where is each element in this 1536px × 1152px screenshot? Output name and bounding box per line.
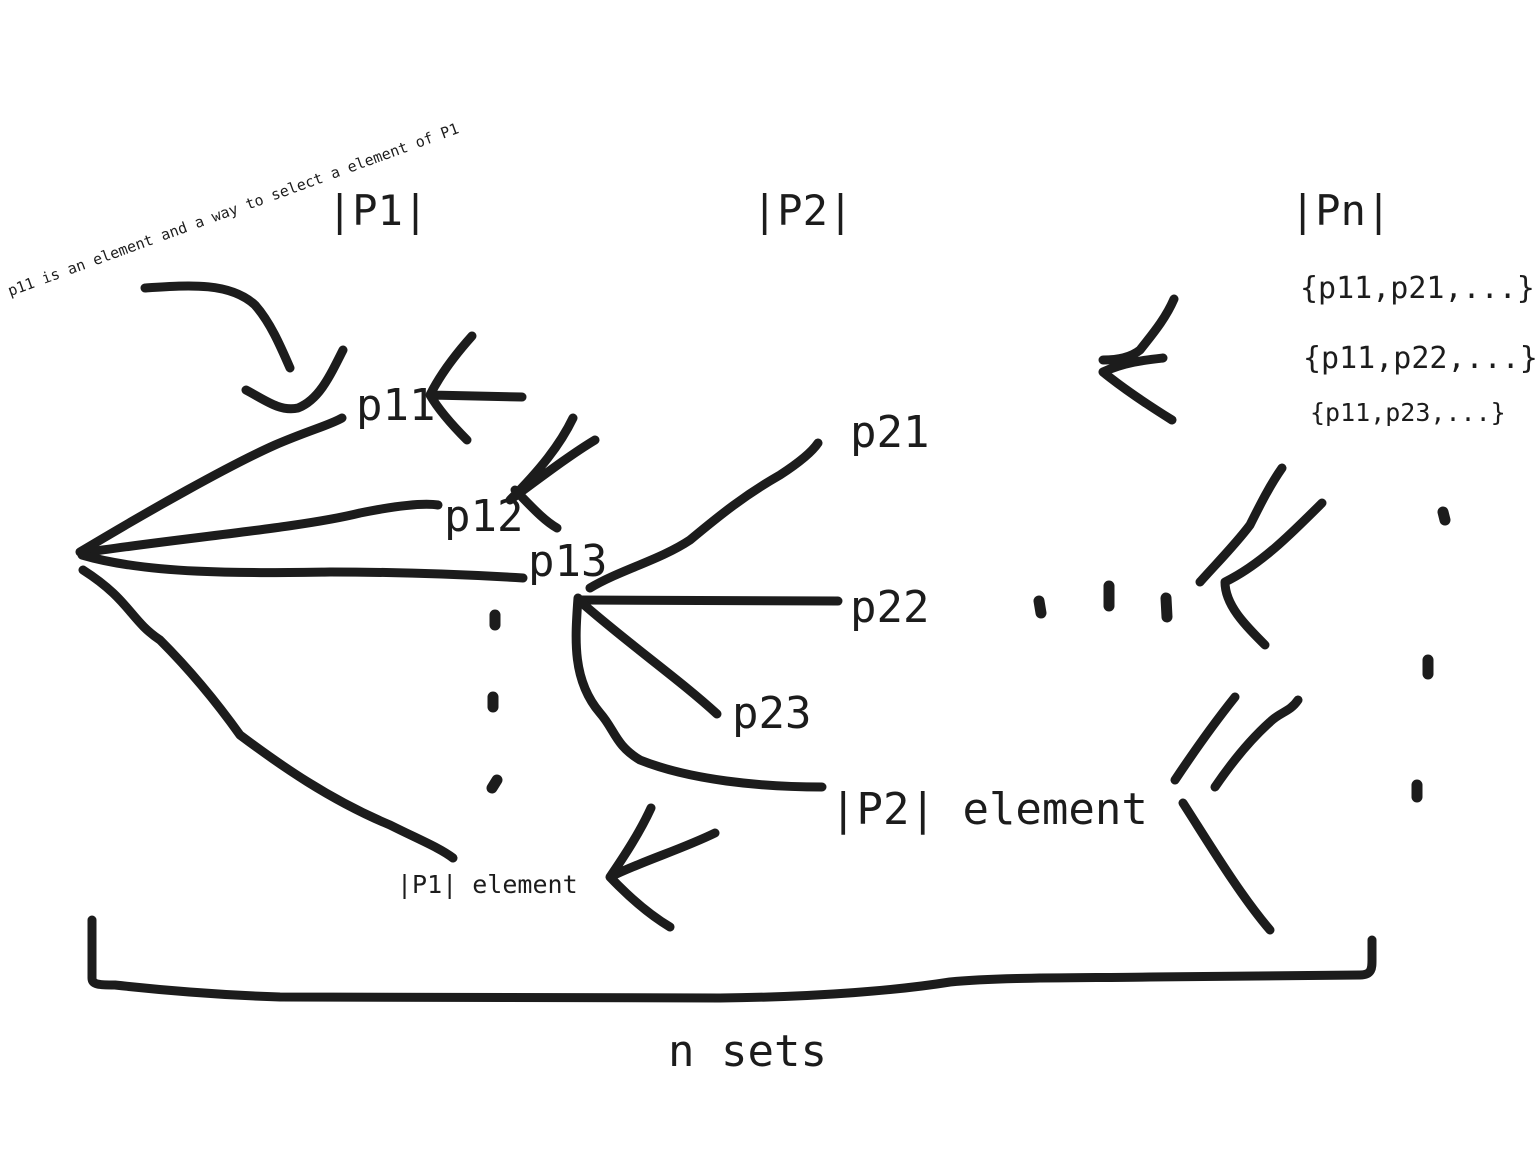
element-p11: p11	[356, 380, 436, 431]
edge-root-p12	[77, 499, 443, 558]
tuple-2: {p11,p22,...}	[1303, 341, 1536, 376]
element-p23: p23	[732, 688, 812, 739]
arrow-to-pn-tuples	[1098, 294, 1179, 425]
edge-root-p13	[77, 550, 528, 583]
element-p12: p12	[444, 491, 524, 542]
arrow-pn-lower-b	[1210, 695, 1303, 792]
edge-root-p1-element	[78, 565, 458, 863]
element-p22: p22	[850, 582, 930, 633]
edge-p13-p23	[577, 598, 722, 719]
dots-middle-row	[1033, 580, 1173, 623]
dots-right-column	[1411, 506, 1451, 803]
tuple-1: {p11,p21,...}	[1300, 271, 1535, 306]
element-p21: p21	[850, 407, 930, 458]
arrow-to-p1-element	[605, 803, 720, 932]
n-sets-brace	[87, 915, 1377, 1003]
header-pn: |Pn|	[1290, 186, 1392, 235]
p1-element-label: |P1| element	[397, 870, 578, 899]
edge-p13-p21	[585, 438, 823, 593]
annotation-arrow-head	[241, 345, 348, 414]
arrow-pn-upper-b	[1220, 498, 1327, 650]
annotation-arrow-curve	[140, 281, 295, 373]
header-p2: |P2|	[752, 186, 854, 235]
edge-root-p11	[75, 413, 347, 557]
edge-p13-p22	[575, 595, 843, 606]
tuple-3: {p11,p23,...}	[1310, 398, 1506, 427]
edge-p13-p2-element	[571, 593, 827, 792]
arrow-to-p12	[505, 413, 600, 533]
arrow-pn-lower-a	[1170, 692, 1240, 785]
arrow-to-p11	[425, 331, 527, 445]
arrow-pn-lower-c	[1178, 798, 1275, 935]
p2-element-label: |P2| element	[830, 784, 1148, 835]
header-p1: |P1|	[327, 186, 429, 235]
dots-p1-column	[486, 609, 503, 794]
footer-n-sets: n sets	[668, 1026, 827, 1077]
element-p13: p13	[528, 536, 608, 587]
arrow-pn-upper-a	[1195, 463, 1287, 587]
